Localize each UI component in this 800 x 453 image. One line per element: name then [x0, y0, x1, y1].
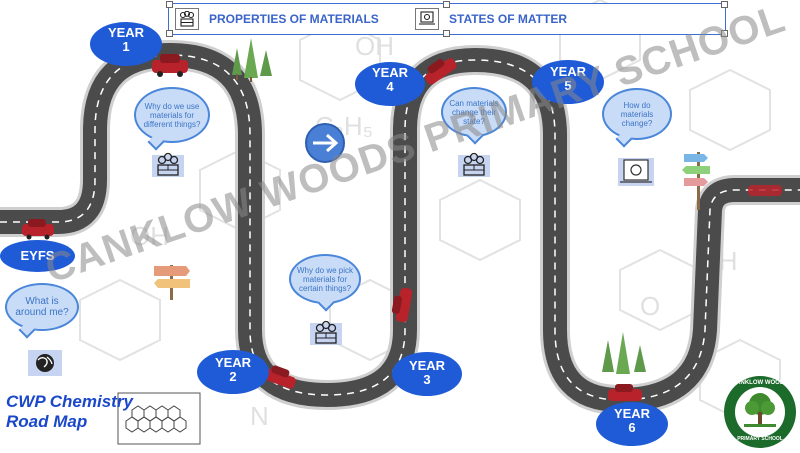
- materials-icon: [175, 8, 199, 30]
- car-year1: [152, 54, 188, 77]
- logo-text-bottom: PRIMARY SCHOOL: [737, 436, 783, 442]
- tab-properties-of-materials-label: PROPERTIES OF MATERIALS: [209, 12, 379, 26]
- car-year4: [425, 58, 457, 85]
- question-text-year1: Why do we use materials for different th…: [143, 101, 201, 129]
- materials-icon-year4: [458, 152, 490, 177]
- year-label-3[interactable]: YEAR 3: [392, 352, 462, 396]
- molecule-diagram: [117, 392, 201, 445]
- question-text-eyfs: What is around me?: [15, 296, 69, 318]
- question-text-year2: Why do we pick materials for certain thi…: [296, 265, 354, 293]
- page-title-line1: CWP Chemistry: [6, 392, 133, 411]
- car-eyfs: [22, 219, 54, 240]
- trees-year1: [232, 38, 272, 82]
- resize-handle-tr[interactable]: [721, 1, 728, 8]
- car-year3: [391, 287, 413, 323]
- resize-handle-bl[interactable]: [166, 30, 173, 37]
- signpost-left: [154, 265, 190, 300]
- resize-handle-tl[interactable]: [166, 1, 173, 8]
- resize-handle-tm[interactable]: [443, 1, 450, 8]
- background-formulas: OH OH C₂H₅ CH N O: [130, 31, 738, 431]
- page-title: CWP Chemistry Road Map: [6, 392, 133, 431]
- trees-year6: [602, 332, 646, 374]
- globe-icon-eyfs: [28, 350, 62, 376]
- tab-properties-of-materials[interactable]: PROPERTIES OF MATERIALS: [175, 4, 379, 34]
- car-exit: [748, 185, 782, 196]
- resize-handle-br[interactable]: [721, 30, 728, 37]
- year-label-eyfs[interactable]: EYFS: [0, 240, 75, 272]
- tab-states-of-matter[interactable]: STATES OF MATTER: [415, 4, 567, 34]
- question-text-year4: Can materials change their state?: [449, 98, 499, 126]
- top-navigation-bar: PROPERTIES OF MATERIALS STATES OF MATTER: [166, 1, 728, 37]
- question-bubble-year1: Why do we use materials for different th…: [134, 87, 210, 143]
- year-label-4[interactable]: YEAR 4: [355, 62, 425, 106]
- question-bubble-year2: Why do we pick materials for certain thi…: [289, 254, 361, 304]
- signpost-right: [682, 152, 710, 210]
- bg-o: O: [640, 291, 660, 321]
- question-bubble-year4: Can materials change their state?: [441, 87, 507, 137]
- resize-handle-bm[interactable]: [443, 30, 450, 37]
- year-label-6[interactable]: YEAR 6: [596, 402, 668, 446]
- tab-states-of-matter-label: STATES OF MATTER: [449, 12, 567, 26]
- states-of-matter-icon-year5: [618, 158, 654, 186]
- year-label-2[interactable]: YEAR 2: [197, 350, 269, 394]
- question-text-year5: How do materials change?: [620, 100, 654, 128]
- question-bubble-eyfs: What is around me?: [5, 283, 79, 331]
- page-title-line2: Road Map: [6, 411, 88, 431]
- states-of-matter-icon: [415, 8, 439, 30]
- year-label-5[interactable]: YEAR 5: [532, 60, 604, 104]
- materials-icon-year2: [310, 320, 342, 345]
- year-label-1[interactable]: YEAR 1: [90, 22, 162, 66]
- logo-text-top: CANKLOW WOODS: [731, 380, 789, 386]
- question-bubble-year5: How do materials change?: [602, 88, 672, 140]
- forward-arrow-icon[interactable]: [305, 123, 345, 163]
- materials-icon-year1: [152, 152, 184, 177]
- bg-oh-2: OH: [130, 221, 169, 251]
- car-year2: [262, 365, 296, 389]
- bg-oh-1: OH: [355, 31, 394, 61]
- bg-n: N: [250, 401, 269, 431]
- school-logo: [724, 376, 796, 448]
- car-year6: [608, 384, 642, 401]
